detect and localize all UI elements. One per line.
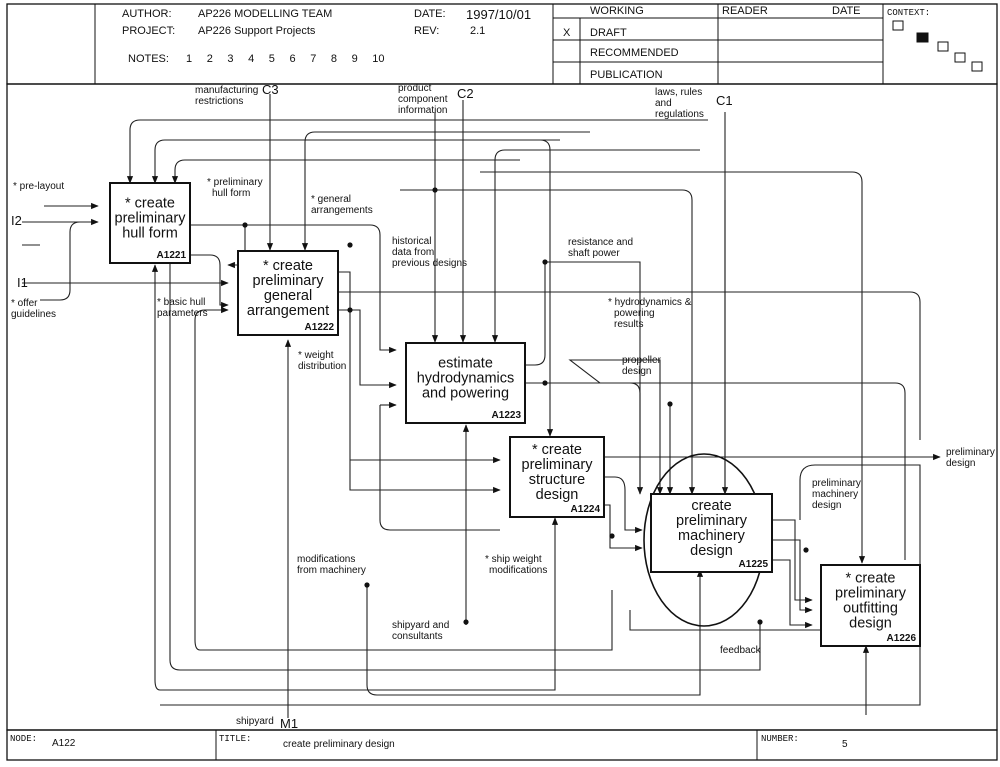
context-map [892, 20, 983, 72]
note-number: 10 [372, 53, 384, 65]
label-preliminary-design-output: preliminary design [946, 447, 998, 469]
label-laws-rules-regulations: laws, rules and regulations [655, 87, 705, 120]
status-draft: DRAFT [590, 27, 627, 39]
date-value: 1997/10/01 [466, 7, 531, 22]
date-label: DATE: [414, 8, 446, 20]
code-i2: I2 [11, 213, 22, 228]
label-basic-hull-parameters: * basic hull parameters [157, 297, 208, 319]
box-a1224-frame [509, 436, 605, 518]
reader-date-label: DATE [832, 5, 861, 17]
box-a1226-frame [820, 564, 921, 647]
status-recommended: RECOMMENDED [590, 47, 679, 59]
label-manufacturing-restrictions: manufacturing restrictions [195, 85, 261, 107]
note-number: 4 [248, 53, 254, 65]
node-label: NODE: [10, 734, 37, 744]
arrow-labels: C3 C2 C1 I2 I1 M1 manufacturing restrict… [11, 82, 998, 731]
author-label: AUTHOR: [122, 8, 172, 20]
box-a1224-node-id: A1224 [571, 504, 601, 515]
note-number: 7 [310, 53, 316, 65]
label-modifications-from-machinery: modifications from machinery [297, 554, 366, 576]
label-shipyard: shipyard [236, 716, 274, 727]
label-preliminary-machinery-design: preliminary machinery design [812, 478, 864, 511]
box-a1221-frame [109, 182, 191, 264]
code-c2: C2 [457, 86, 474, 101]
status-mark: X [563, 27, 571, 39]
label-offer-guidelines: * offer guidelines [11, 298, 56, 320]
arrows [22, 94, 941, 718]
number-label: NUMBER: [761, 734, 799, 744]
label-propeller-design: propeller design [622, 355, 664, 377]
label-feedback: feedback [720, 645, 762, 656]
status-working: WORKING [590, 5, 644, 17]
box-a1226-node-id: A1226 [887, 633, 917, 644]
box-a1225-frame [650, 493, 773, 573]
box-a1223-node-id: A1223 [492, 410, 522, 421]
note-number: 2 [207, 53, 213, 65]
context-label: CONTEXT: [887, 8, 930, 18]
author-value: AP226 MODELLING TEAM [198, 8, 332, 20]
note-number: 5 [269, 53, 275, 65]
label-general-arrangements: * general arrangements [311, 194, 373, 216]
note-number: 6 [290, 53, 296, 65]
label-preliminary-hull-form: * preliminary hull form [207, 177, 265, 199]
notes-numbers: 1 2 3 4 5 6 7 8 9 10 [186, 53, 385, 65]
title-label: TITLE: [219, 734, 251, 744]
junction-dots [242, 187, 809, 625]
header: AUTHOR: AP226 MODELLING TEAM PROJECT: AP… [6, 3, 998, 85]
label-resistance-shaft-power: resistance and shaft power [568, 237, 636, 259]
code-c3: C3 [262, 82, 279, 97]
code-i1: I1 [17, 275, 28, 290]
label-ship-weight-modifications: * ship weight modifications [485, 554, 547, 576]
label-product-component-information: product component information [398, 83, 450, 116]
node-value: A122 [52, 738, 76, 749]
footer: NODE: A122 TITLE: create preliminary des… [6, 729, 998, 761]
project-label: PROJECT: [122, 25, 175, 37]
note-number: 9 [352, 53, 358, 65]
code-c1: C1 [716, 93, 733, 108]
note-number: 1 [186, 53, 192, 65]
box-a1223-frame [405, 342, 526, 424]
notes-label: NOTES: [128, 53, 169, 65]
reader-label: READER [722, 5, 768, 17]
label-weight-distribution: * weight distribution [298, 350, 346, 372]
note-number: 3 [227, 53, 233, 65]
rev-value: 2.1 [470, 25, 485, 37]
box-a1225-node-id: A1225 [739, 559, 769, 570]
label-historical-data: historical data from previous designs [392, 236, 467, 269]
label-shipyard-consultants: shipyard and consultants [392, 620, 452, 642]
rev-label: REV: [414, 25, 439, 37]
number-value: 5 [842, 739, 848, 750]
label-pre-layout: * pre-layout [13, 181, 64, 192]
box-a1222-node-id: A1222 [305, 322, 335, 333]
status-publication: PUBLICATION [590, 69, 663, 81]
project-value: AP226 Support Projects [198, 25, 316, 37]
box-a1221-node-id: A1221 [157, 250, 187, 261]
diagram-title: create preliminary design [283, 739, 395, 750]
note-number: 8 [331, 53, 337, 65]
label-hydrodynamics-powering-results: * hydrodynamics & powering results [608, 297, 694, 330]
box-a1222-frame [237, 250, 339, 336]
code-m1: M1 [280, 716, 298, 731]
